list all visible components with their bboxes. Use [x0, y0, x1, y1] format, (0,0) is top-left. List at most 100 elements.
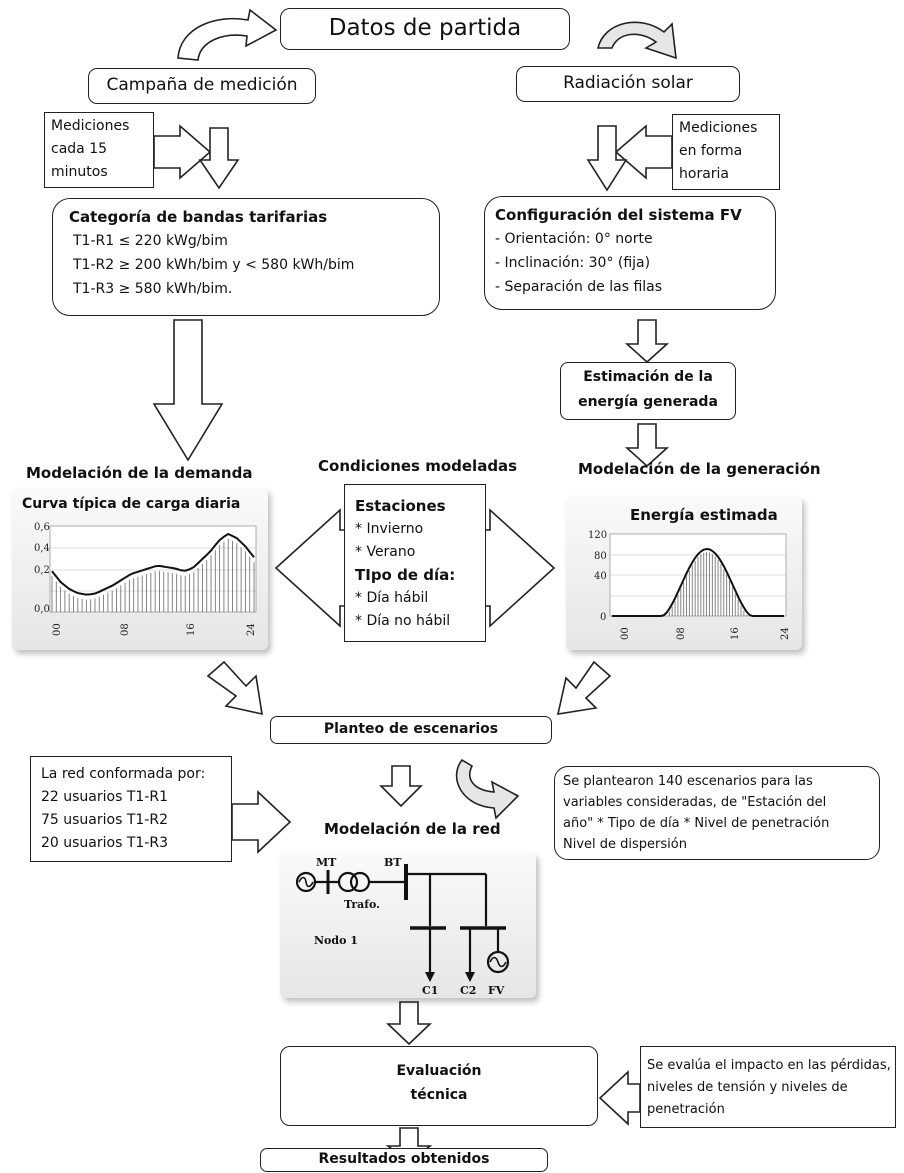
- mediciones-horaria-box: Mediciones en forma horaria: [672, 114, 780, 190]
- impacto-note: Se evalúa el impacto en las pérdidas, ni…: [640, 1046, 896, 1128]
- energia-xtick-3: 16: [730, 627, 741, 640]
- campana-box: Campaña de medición: [88, 68, 316, 104]
- red-c2-label: C2: [460, 984, 476, 997]
- tarifas-title: Categoría de bandas tarifarias: [69, 208, 328, 226]
- energia-chart: 120 80 40 0 00 08 16 24: [588, 530, 791, 640]
- tarifas-line-3: T1-R3 ≥ 580 kWh/bim.: [73, 281, 233, 297]
- mod-demanda-title: Modelación de la demanda: [26, 464, 253, 482]
- tipo-dia-title: TIpo de día:: [355, 566, 456, 584]
- tarifas-box: Categoría de bandas tarifarias T1-R1 ≤ 2…: [52, 198, 440, 316]
- fv-config-line-2: - Inclinación: 30° (fija): [495, 255, 651, 271]
- escenarios-note-line-2: variables consideradas, de "Estación del: [563, 795, 827, 810]
- condiciones-title: Condiciones modeladas: [318, 457, 518, 475]
- red-trafo-label: Trafo.: [344, 898, 380, 911]
- planteo-box: Planteo de escenarios: [270, 716, 552, 744]
- energia-panel: Energía estimada 120 80 40 0 00 08 16 24: [566, 496, 802, 650]
- tarifas-line-2: T1-R2 ≥ 200 kWh/bim y < 580 kWh/bim: [73, 257, 355, 273]
- red-line-1: La red conformada por:: [41, 766, 206, 782]
- curva-carga-chart: 0,6 0,4 0,2 0,0 00 08 16 24: [34, 522, 257, 636]
- mediciones-15-line-3: minutos: [51, 164, 108, 180]
- datos-partida-box: Datos de partida: [280, 8, 570, 50]
- mediciones-horaria-line-2: en forma: [679, 143, 743, 159]
- tarifas-line-1: T1-R1 ≤ 220 kWg/bim: [73, 233, 228, 249]
- arrow-down-estimacion: [624, 423, 670, 468]
- fv-config-line-1: - Orientación: 0° norte: [495, 231, 653, 247]
- evaluacion-line-2: técnica: [410, 1087, 468, 1103]
- campana-label: Campaña de medición: [106, 75, 298, 95]
- curva-xtick-3: 16: [186, 623, 197, 636]
- evaluacion-line-1: Evaluación: [396, 1063, 482, 1079]
- mediciones-15-line-2: cada 15: [51, 141, 108, 157]
- radiacion-label: Radiación solar: [563, 73, 693, 93]
- curva-ytick-2: 0,4: [34, 543, 50, 554]
- arrow-left-impacto: [598, 1070, 641, 1126]
- mod-generacion-title: Modelación de la generación: [578, 460, 821, 478]
- arrow-right-mediciones15: [153, 124, 212, 180]
- arrow-diag-generacion: [556, 660, 612, 715]
- arrow-down-planteo: [379, 765, 423, 808]
- energia-ytick-2: 80: [594, 551, 607, 562]
- arrow-left-mediciones-horaria: [614, 124, 673, 180]
- energia-xtick-4: 24: [780, 627, 791, 640]
- curva-ytick-4: 0,0: [34, 604, 50, 615]
- evaluacion-box: Evaluación técnica: [280, 1046, 598, 1126]
- mediciones-horaria-line-1: Mediciones: [679, 120, 758, 136]
- curva-xtick-2: 08: [120, 623, 131, 636]
- red-mt-label: MT: [316, 856, 337, 869]
- estaciones-title: Estaciones: [355, 497, 446, 515]
- resultados-label: Resultados obtenidos: [318, 1151, 490, 1167]
- red-line-3: 75 usuarios T1-R2: [41, 812, 168, 828]
- curva-ytick-1: 0,6: [34, 522, 50, 533]
- curved-arrow-right: [596, 21, 677, 60]
- arrow-diag-demanda: [206, 660, 263, 716]
- escenarios-note-line-3: año" * Tipo de día * Nivel de penetració…: [563, 816, 830, 831]
- red-nodo-label: Nodo 1: [314, 934, 358, 947]
- curved-arrow-planteo: [455, 758, 520, 820]
- energia-title: Energía estimada: [630, 506, 778, 524]
- fv-config-line-3: - Separación de las filas: [495, 279, 663, 295]
- red-line-2: 22 usuarios T1-R1: [41, 789, 168, 805]
- red-diagram: MT BT Trafo. Nodo 1 C1 C2 FV: [295, 856, 510, 997]
- curva-xtick-1: 00: [52, 623, 63, 636]
- curved-arrow-left: [177, 8, 278, 61]
- arrow-down-campana: [198, 127, 240, 190]
- energia-ytick-1: 120: [588, 530, 607, 541]
- red-c1-label: C1: [422, 984, 438, 997]
- red-bt-label: BT: [384, 856, 402, 869]
- demand-curve: [51, 532, 255, 596]
- planteo-label: Planteo de escenarios: [323, 721, 499, 737]
- estimacion-box: Estimación de la energía generada: [560, 362, 736, 420]
- arrow-right-red: [231, 790, 292, 854]
- impacto-line-1: Se evalúa el impacto en las pérdidas,: [647, 1058, 891, 1073]
- estimacion-line-2: energía generada: [578, 394, 718, 410]
- fv-config-box: Configuración del sistema FV - Orientaci…: [484, 196, 776, 310]
- energia-ytick-3: 40: [594, 571, 607, 582]
- curva-ytick-3: 0,2: [34, 565, 50, 576]
- impacto-line-3: penetración: [647, 1102, 725, 1117]
- curva-xtick-4: 24: [246, 623, 257, 636]
- red-panel: MT BT Trafo. Nodo 1 C1 C2 FV: [280, 852, 536, 998]
- gen-curve: [612, 547, 784, 617]
- condiciones-box: Estaciones * Invierno * Verano TIpo de d…: [344, 484, 486, 642]
- energia-xtick-2: 08: [676, 627, 687, 640]
- energia-xtick-1: 00: [620, 627, 631, 640]
- estacion-invierno: * Invierno: [355, 521, 424, 537]
- resultados-box: Resultados obtenidos: [260, 1148, 548, 1172]
- arrow-down-fv: [624, 319, 670, 364]
- mediciones-15-line-1: Mediciones: [51, 118, 130, 134]
- arrow-down-radiacion: [586, 125, 628, 192]
- estimacion-line-1: Estimación de la: [583, 369, 713, 385]
- red-fv-label: FV: [488, 984, 505, 997]
- energia-ytick-4: 0: [600, 612, 606, 623]
- arrow-down-tarifas: [152, 319, 224, 462]
- mod-red-title: Modelación de la red: [324, 820, 501, 838]
- mediciones-horaria-line-3: horaria: [679, 166, 729, 182]
- estacion-verano: * Verano: [355, 544, 416, 560]
- escenarios-note-line-1: Se plantearon 140 escenarios para las: [563, 774, 813, 789]
- fv-config-title: Configuración del sistema FV: [495, 206, 742, 224]
- escenarios-note: Se plantearon 140 escenarios para las va…: [554, 766, 880, 860]
- tipo-dia-no-habil: * Día no hábil: [355, 613, 451, 629]
- red-box: La red conformada por: 22 usuarios T1-R1…: [30, 756, 232, 862]
- tipo-dia-habil: * Día hábil: [355, 590, 429, 606]
- curva-carga-panel: Curva típica de carga diaria 0,6 0,4 0,2…: [12, 488, 268, 650]
